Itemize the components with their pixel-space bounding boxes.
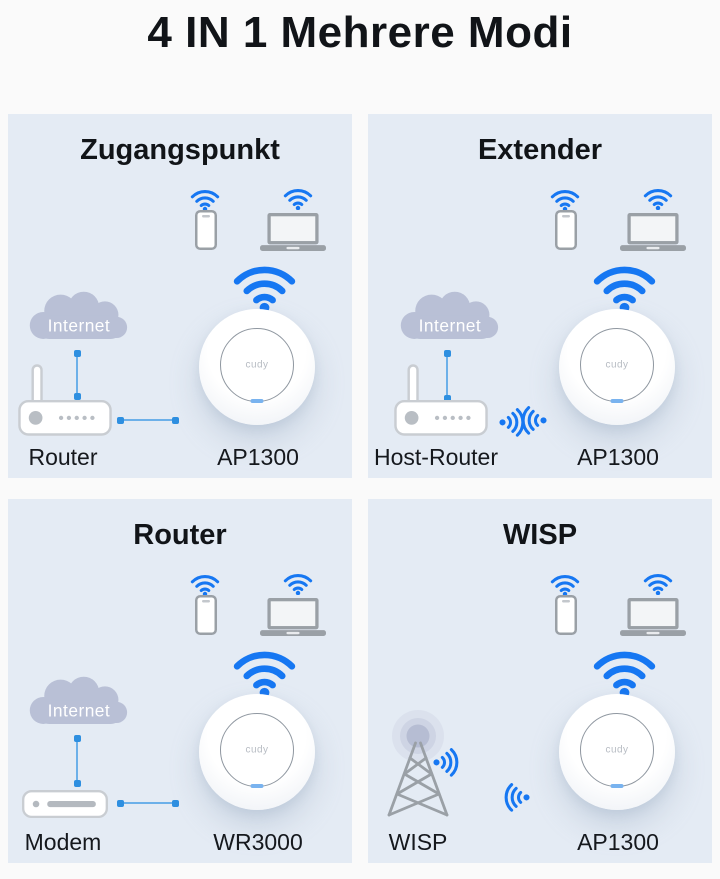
laptop-icon xyxy=(620,598,686,636)
smartphone-icon xyxy=(195,210,217,250)
device-led xyxy=(250,783,264,788)
connector-horizontal xyxy=(117,416,179,424)
panel-access-point: Zugangspunkt Internet cudy xyxy=(8,114,352,478)
signal-left-icon xyxy=(521,406,548,435)
panel-extender-title: Extender xyxy=(477,134,603,166)
wifi-icon xyxy=(283,186,313,211)
laptop-icon xyxy=(260,598,326,636)
wifi-icon xyxy=(643,186,673,211)
radio-tower-icon xyxy=(380,710,458,818)
wifi-icon xyxy=(550,187,580,212)
cudy-logo: cudy xyxy=(605,744,629,756)
ap-device-label: AP1300 xyxy=(577,444,659,470)
access-point-device: cudy xyxy=(199,694,315,810)
wifi-icon xyxy=(643,571,673,596)
wifi-icon xyxy=(592,260,657,313)
wifi-icon xyxy=(283,571,313,596)
device-ring: cudy xyxy=(580,712,654,788)
cudy-logo: cudy xyxy=(605,359,629,371)
source-device-label: Host-Router xyxy=(374,444,498,470)
cloud-label: Internet xyxy=(48,315,111,335)
laptop-icon xyxy=(620,213,686,251)
source-device-label: WISP xyxy=(388,829,448,855)
router-icon xyxy=(394,364,488,436)
cudy-logo: cudy xyxy=(245,744,269,756)
connector-vertical xyxy=(73,735,81,787)
laptop-icon xyxy=(260,213,326,251)
device-led xyxy=(610,783,624,788)
signal-right-icon xyxy=(432,748,459,777)
access-point-device: cudy xyxy=(199,309,315,425)
panel-wisp: WISP xyxy=(368,499,712,863)
connector-horizontal xyxy=(117,799,179,807)
modem-icon xyxy=(22,790,108,819)
ap-device-label: AP1300 xyxy=(217,444,299,470)
internet-cloud-icon: Internet xyxy=(24,285,130,347)
device-led xyxy=(610,398,624,403)
internet-cloud-icon: Internet xyxy=(395,285,501,347)
wifi-icon xyxy=(190,187,220,212)
signal-left-icon xyxy=(504,783,531,812)
smartphone-icon xyxy=(555,595,577,635)
source-device-label: Modem xyxy=(24,829,102,855)
cloud-label: Internet xyxy=(419,315,482,335)
connector-vertical xyxy=(443,350,451,402)
device-led xyxy=(250,398,264,403)
ap-device-label: WR3000 xyxy=(213,829,303,855)
cudy-logo: cudy xyxy=(245,359,269,371)
wifi-icon xyxy=(232,645,297,698)
smartphone-icon xyxy=(555,210,577,250)
router-icon xyxy=(18,364,112,436)
access-point-device: cudy xyxy=(559,694,675,810)
device-ring: cudy xyxy=(220,712,294,788)
panel-router: Router Internet cudy Mo xyxy=(8,499,352,863)
device-ring: cudy xyxy=(220,327,294,403)
wifi-icon xyxy=(592,645,657,698)
ap-device-label: AP1300 xyxy=(577,829,659,855)
page-title: 4 IN 1 Mehrere Modi xyxy=(147,8,573,57)
panel-extender: Extender Internet c xyxy=(368,114,712,478)
panel-access-point-title: Zugangspunkt xyxy=(80,134,280,166)
source-device-label: Router xyxy=(28,444,98,470)
panel-wisp-title: WISP xyxy=(502,519,578,551)
connector-vertical xyxy=(73,350,81,400)
wifi-icon xyxy=(190,572,220,597)
device-ring: cudy xyxy=(580,327,654,403)
wifi-icon xyxy=(232,260,297,313)
mode-grid: Zugangspunkt Internet cudy xyxy=(8,114,712,863)
panel-router-title: Router xyxy=(133,519,227,551)
internet-cloud-icon: Internet xyxy=(24,670,130,732)
cloud-label: Internet xyxy=(48,700,111,720)
smartphone-icon xyxy=(195,595,217,635)
access-point-device: cudy xyxy=(559,309,675,425)
wifi-icon xyxy=(550,572,580,597)
